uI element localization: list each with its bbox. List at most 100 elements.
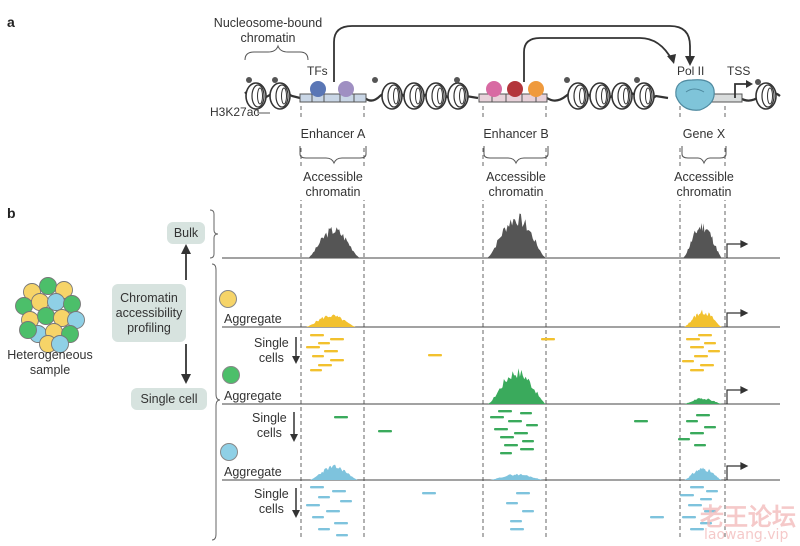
nucleosome (245, 82, 267, 110)
nucleosome (269, 82, 291, 110)
blue-peak-x (684, 467, 722, 480)
bulk-peak-x (683, 223, 722, 258)
aggregate-green-label: Aggregate (224, 389, 282, 403)
blue-read (422, 492, 436, 495)
tfs-label: TFs (307, 64, 328, 78)
yellow-read (330, 338, 344, 341)
blue-read (510, 520, 522, 523)
gene-x-label: Gene X (682, 127, 726, 141)
tss-arrow-icon (734, 80, 753, 98)
nucleosome (447, 82, 469, 110)
single-cells-arrows (293, 337, 297, 512)
accessibility-tracks (306, 213, 722, 480)
yellow-read (318, 364, 332, 367)
bulk-brace (209, 209, 219, 259)
yellow-read (306, 346, 320, 349)
tf-blue (310, 81, 326, 97)
nucleosome (381, 82, 403, 110)
bracket-gene-x (681, 146, 727, 165)
green-read (634, 420, 648, 423)
blue-read (690, 486, 704, 489)
blue-read (336, 534, 348, 537)
blue-read (310, 486, 324, 489)
yellow-read (694, 355, 708, 358)
blue-read (510, 528, 524, 531)
green-cell-icon (222, 366, 240, 384)
green-read (508, 420, 522, 423)
yellow-read (318, 342, 330, 345)
green-read (520, 412, 532, 415)
tf-purple (338, 81, 354, 97)
h3k27ac-leader (257, 108, 270, 114)
sample-cell (39, 277, 57, 295)
pol2-label: Pol II (677, 64, 705, 78)
green-read (498, 410, 512, 413)
green-read (704, 426, 716, 429)
aggregate-blue-label: Aggregate (224, 465, 282, 479)
yellow-read (690, 369, 704, 372)
blue-read (318, 496, 330, 499)
blue-read (650, 516, 664, 519)
nucleosome (755, 82, 777, 110)
nucleosome (589, 82, 611, 110)
green-read (500, 436, 514, 439)
blue-read (326, 510, 340, 513)
green-peak-b (488, 368, 546, 404)
blue-read (306, 504, 320, 507)
nucleosome (611, 82, 633, 110)
accessible-region-enhancer-a (299, 93, 367, 103)
single-cell-reads (306, 334, 720, 537)
blue-read (522, 510, 534, 513)
blue-peak-a (310, 464, 358, 480)
blue-read (700, 498, 712, 501)
blue-read (680, 494, 694, 497)
blue-read (704, 510, 716, 513)
single-cell-brace (211, 263, 221, 541)
yellow-read (708, 350, 720, 353)
nucleosome (633, 82, 655, 110)
tf-red (507, 81, 523, 97)
blue-peak-b (490, 473, 544, 480)
acetyl-mark (755, 79, 761, 85)
yellow-read (330, 359, 344, 362)
yellow-read (310, 334, 324, 337)
sample-cell (37, 307, 55, 325)
yellow-read (704, 342, 716, 345)
sample-cell (19, 321, 37, 339)
transcription-factors (310, 81, 544, 97)
green-read (522, 440, 534, 443)
bulk-peak-a (308, 227, 360, 258)
green-read (500, 452, 512, 455)
yellow-read (310, 369, 322, 372)
green-read (686, 420, 698, 423)
blue-read (340, 500, 352, 503)
pol2-complex (675, 79, 715, 111)
watermark-url: laowang.vip (704, 527, 789, 543)
blue-read (506, 502, 518, 505)
blue-read (516, 492, 530, 495)
yellow-cell-icon (219, 290, 237, 308)
nucleosome (567, 82, 589, 110)
green-read (494, 428, 508, 431)
bulk-box: Bulk (167, 222, 205, 244)
aggregate-yellow-label: Aggregate (224, 312, 282, 326)
green-read (694, 444, 706, 447)
heterogeneous-sample-cluster (15, 277, 85, 353)
blue-read (682, 516, 696, 519)
green-read (378, 430, 392, 433)
acetyl-mark (564, 77, 570, 83)
green-read (526, 424, 538, 427)
yellow-read (686, 338, 700, 341)
single-cell-box: Single cell (131, 388, 207, 410)
green-read (678, 438, 690, 441)
enhancer-a-loop-arrow (333, 25, 691, 82)
tss-label: TSS (727, 64, 751, 78)
